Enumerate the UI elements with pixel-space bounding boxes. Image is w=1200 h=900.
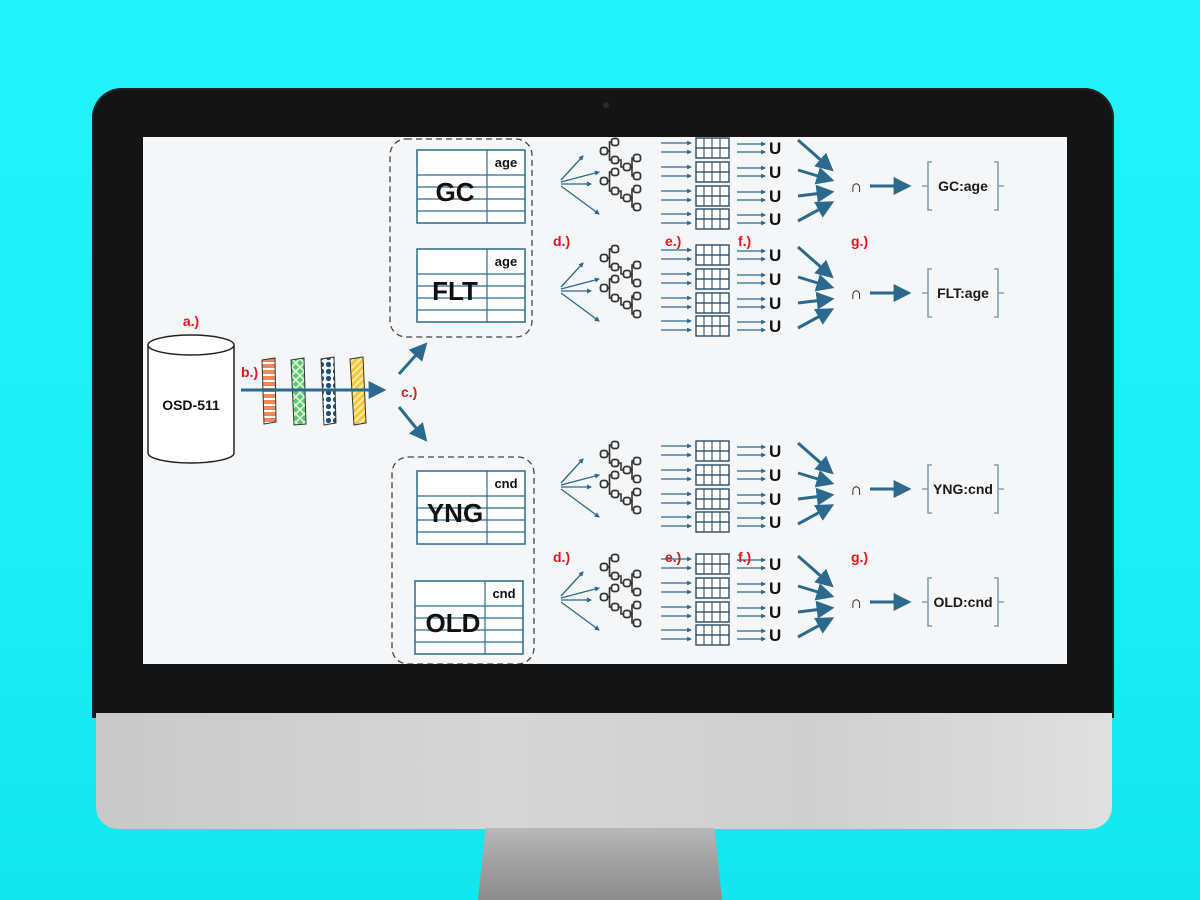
intersection-operator: ∩	[850, 480, 862, 499]
data-grid-icon	[695, 577, 730, 599]
data-grid-icon	[695, 553, 730, 575]
result-bracket-left	[922, 464, 932, 514]
step-a-label: a.)	[183, 313, 199, 329]
union-operator: U	[769, 139, 781, 158]
webcam-icon	[603, 102, 609, 108]
result-bracket-right	[994, 161, 1004, 211]
union-operator: U	[769, 246, 781, 265]
result-bracket-right	[994, 577, 1004, 627]
result-bracket-right	[994, 268, 1004, 318]
result-bracket-left	[922, 268, 932, 318]
union-operator: U	[769, 163, 781, 182]
union-operator: U	[769, 579, 781, 598]
union-operator: U	[769, 270, 781, 289]
union-operator: U	[769, 210, 781, 229]
decision-tree-icon	[599, 553, 642, 628]
data-grid-icon	[695, 488, 730, 510]
decision-tree-icon	[599, 137, 642, 212]
data-grid-icon	[695, 624, 730, 646]
union-operator: U	[769, 317, 781, 336]
group-box-age	[389, 138, 533, 338]
group-box-cnd	[391, 456, 535, 664]
split-arrow-down	[397, 406, 428, 442]
step-d-label: d.)	[553, 233, 570, 249]
intersection-operator: ∩	[850, 593, 862, 612]
union-operator: U	[769, 603, 781, 622]
decision-tree-icon	[599, 244, 642, 319]
data-grid-icon	[695, 464, 730, 486]
data-grid-icon	[695, 511, 730, 533]
union-operator: U	[769, 442, 781, 461]
monitor-chin	[96, 713, 1112, 829]
intersection-operator: ∩	[850, 284, 862, 303]
step-e-label: e.)	[665, 233, 681, 249]
data-grid-icon	[695, 185, 730, 207]
table-name: YNG	[427, 498, 483, 528]
result-bracket-left	[922, 577, 932, 627]
result-set-label: YNG:cnd	[933, 481, 993, 497]
result-set-label: FLT:age	[937, 285, 989, 301]
union-operator: U	[769, 466, 781, 485]
data-grid-icon	[695, 137, 730, 159]
table-column-label: cnd	[492, 586, 515, 601]
database-cylinder	[147, 334, 235, 464]
result-set-label: GC:age	[938, 178, 988, 194]
step-c-label: c.)	[401, 384, 417, 400]
union-operator: U	[769, 187, 781, 206]
step-f-label: f.)	[738, 233, 751, 249]
step-g-label: g.)	[851, 549, 868, 565]
result-set-label: OLD:cnd	[933, 594, 992, 610]
intersection-operator: ∩	[850, 177, 862, 196]
database-label: OSD-511	[162, 397, 220, 413]
table-column-label: age	[495, 155, 517, 170]
data-grid-icon	[695, 440, 730, 462]
data-grid-icon	[695, 244, 730, 266]
union-operator: U	[769, 555, 781, 574]
table-name: FLT	[432, 276, 478, 306]
table-column-label: age	[495, 254, 517, 269]
data-grid-icon	[695, 292, 730, 314]
union-operator: U	[769, 513, 781, 532]
decision-tree-icon	[599, 440, 642, 515]
result-bracket-left	[922, 161, 932, 211]
step-b-label: b.)	[241, 364, 258, 380]
table-name: GC	[436, 177, 475, 207]
result-bracket-right	[994, 464, 1004, 514]
data-grid-icon	[695, 268, 730, 290]
data-grid-icon	[695, 315, 730, 337]
step-f-label: f.)	[738, 549, 751, 565]
union-operator: U	[769, 294, 781, 313]
pipeline-diagram: OSD-511 a.) b.) c.) ageGCageFLTcndYNGcnd…	[147, 137, 1004, 664]
union-operator: U	[769, 490, 781, 509]
step-d-label: d.)	[553, 549, 570, 565]
split-arrow-up	[397, 342, 428, 376]
data-grid-icon	[695, 601, 730, 623]
step-e-label: e.)	[665, 549, 681, 565]
table-name: OLD	[426, 608, 481, 638]
data-grid-icon	[695, 161, 730, 183]
union-operator: U	[769, 626, 781, 645]
data-grid-icon	[695, 208, 730, 230]
step-g-label: g.)	[851, 233, 868, 249]
monitor-stand	[478, 828, 722, 900]
table-column-label: cnd	[494, 476, 517, 491]
